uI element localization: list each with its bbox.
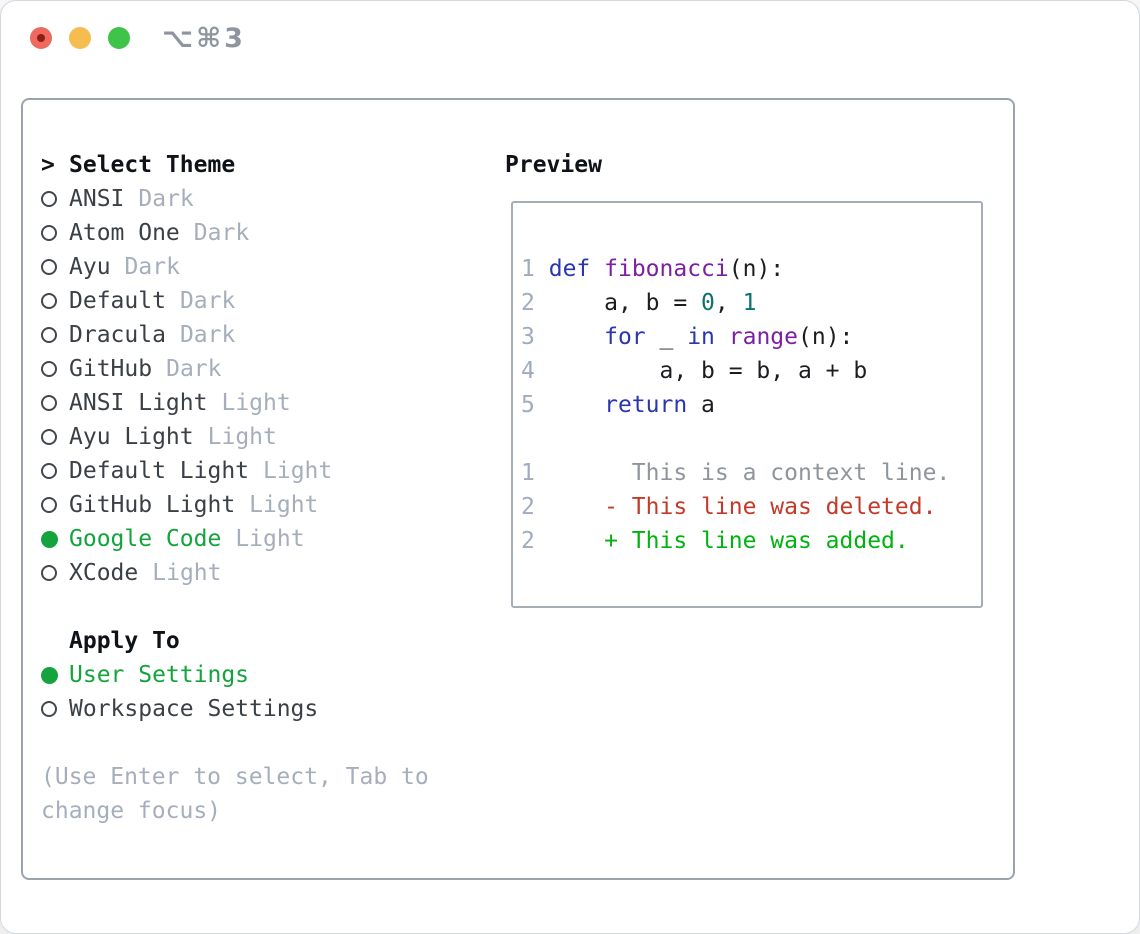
line-number: 4 bbox=[521, 358, 535, 384]
radio-icon bbox=[41, 293, 57, 309]
diff-line-context: 1 This is a context line. bbox=[521, 460, 951, 486]
traffic-lights bbox=[30, 27, 130, 49]
prompt-icon: > bbox=[41, 152, 55, 178]
theme-item[interactable]: ANSI Dark bbox=[41, 182, 505, 216]
theme-item[interactable]: Ayu Dark bbox=[41, 250, 505, 284]
code-block: 1 def fibonacci(n): 2 a, b = 0, 1 3 for … bbox=[521, 252, 981, 422]
radio-icon bbox=[41, 395, 57, 411]
theme-variant: Dark bbox=[124, 254, 180, 280]
theme-variant: Dark bbox=[179, 288, 236, 314]
radio-icon bbox=[41, 701, 57, 717]
code-line: 4 a, b = b, a + b bbox=[521, 358, 868, 384]
theme-item-label: Default bbox=[69, 288, 166, 314]
apply-to-title-row: Apply To bbox=[41, 624, 505, 658]
theme-item[interactable]: XCode Light bbox=[41, 556, 505, 590]
diff-line-added: 2 + This line was added. bbox=[521, 528, 909, 554]
radio-icon bbox=[41, 463, 57, 479]
theme-item[interactable]: ANSI Light Light bbox=[41, 386, 505, 420]
radio-icon bbox=[41, 259, 57, 275]
minimize-button[interactable] bbox=[69, 27, 91, 49]
apply-option-label: User Settings bbox=[69, 662, 250, 688]
theme-list: ANSI Dark Atom One Dark Ayu Dark Default… bbox=[41, 182, 505, 590]
help-text: (Use Enter to select, Tab to change focu… bbox=[41, 764, 429, 824]
preview-box: 1 def fibonacci(n): 2 a, b = 0, 1 3 for … bbox=[511, 201, 983, 608]
radio-icon bbox=[41, 565, 57, 581]
theme-list-title-row: > Select Theme bbox=[41, 148, 505, 182]
code-line: 2 a, b = 0, 1 bbox=[521, 290, 757, 316]
theme-item-label: ANSI bbox=[69, 186, 125, 212]
diff-line-deleted: 2 - This line was deleted. bbox=[521, 494, 937, 520]
theme-item-label: Atom One bbox=[69, 220, 180, 246]
theme-variant: Light bbox=[263, 458, 333, 484]
theme-item-label: XCode bbox=[69, 560, 139, 586]
theme-item-label: Default Light bbox=[69, 458, 250, 484]
theme-variant: Light bbox=[207, 424, 277, 450]
window-title: ⌥⌘3 bbox=[162, 22, 246, 54]
theme-item-label: GitHub bbox=[69, 356, 153, 382]
apply-option-label: Workspace Settings bbox=[69, 696, 319, 722]
theme-item[interactable]: Google Code Light bbox=[41, 522, 505, 556]
main-panel: > Select Theme ANSI Dark Atom One Dark A… bbox=[21, 98, 1015, 880]
theme-item[interactable]: GitHub Dark bbox=[41, 352, 505, 386]
close-button[interactable] bbox=[30, 27, 52, 49]
theme-list-title: Select Theme bbox=[69, 152, 236, 178]
radio-icon bbox=[41, 497, 57, 513]
apply-to-title: Apply To bbox=[69, 628, 180, 654]
theme-variant: Light bbox=[249, 492, 319, 518]
theme-item[interactable]: GitHub Light Light bbox=[41, 488, 505, 522]
radio-icon bbox=[41, 225, 57, 241]
theme-item[interactable]: Default Light Light bbox=[41, 454, 505, 488]
apply-to-list: User Settings Workspace Settings bbox=[41, 658, 505, 726]
spacer bbox=[41, 590, 505, 624]
code-line: 3 for _ in range(n): bbox=[521, 324, 854, 350]
line-number: 2 bbox=[521, 494, 535, 520]
preview-pane: Preview 1 def fibonacci(n): 2 a, b = 0, … bbox=[505, 148, 1013, 878]
theme-selector-pane: > Select Theme ANSI Dark Atom One Dark A… bbox=[41, 148, 505, 878]
theme-variant: Dark bbox=[166, 356, 222, 382]
theme-variant: Dark bbox=[138, 186, 194, 212]
theme-item-label: ANSI Light bbox=[69, 390, 208, 416]
zoom-button[interactable] bbox=[108, 27, 130, 49]
line-number: 5 bbox=[521, 392, 535, 418]
line-number: 2 bbox=[521, 528, 535, 554]
radio-icon bbox=[41, 191, 57, 207]
theme-item-label: Google Code bbox=[69, 526, 222, 552]
theme-item[interactable]: Dracula Dark bbox=[41, 318, 505, 352]
preview-title: Preview bbox=[505, 152, 602, 178]
diff-block: 1 This is a context line. 2 - This line … bbox=[521, 456, 981, 558]
theme-variant: Dark bbox=[179, 322, 236, 348]
theme-item[interactable]: Ayu Light Light bbox=[41, 420, 505, 454]
apply-option[interactable]: Workspace Settings bbox=[41, 692, 505, 726]
radio-icon bbox=[41, 429, 57, 445]
apply-option[interactable]: User Settings bbox=[41, 658, 505, 692]
line-number: 1 bbox=[521, 460, 535, 486]
theme-item-label: GitHub Light bbox=[69, 492, 236, 518]
line-number: 2 bbox=[521, 290, 535, 316]
theme-variant: Dark bbox=[193, 220, 250, 246]
radio-selected-icon bbox=[41, 666, 58, 684]
radio-icon bbox=[41, 361, 57, 377]
theme-variant: Light bbox=[221, 390, 291, 416]
theme-item[interactable]: Atom One Dark bbox=[41, 216, 505, 250]
titlebar: ⌥⌘3 bbox=[1, 1, 1139, 75]
code-line: 1 def fibonacci(n): bbox=[521, 256, 785, 282]
line-number: 3 bbox=[521, 324, 535, 350]
theme-item-label: Dracula bbox=[69, 322, 166, 348]
theme-item-label: Ayu bbox=[69, 254, 111, 280]
radio-icon bbox=[41, 327, 57, 343]
theme-item[interactable]: Default Dark bbox=[41, 284, 505, 318]
code-line: 5 return a bbox=[521, 392, 715, 418]
theme-variant: Light bbox=[152, 560, 222, 586]
line-number: 1 bbox=[521, 256, 535, 282]
radio-selected-icon bbox=[41, 530, 58, 548]
theme-item-label: Ayu Light bbox=[69, 424, 194, 450]
theme-variant: Light bbox=[235, 526, 305, 552]
